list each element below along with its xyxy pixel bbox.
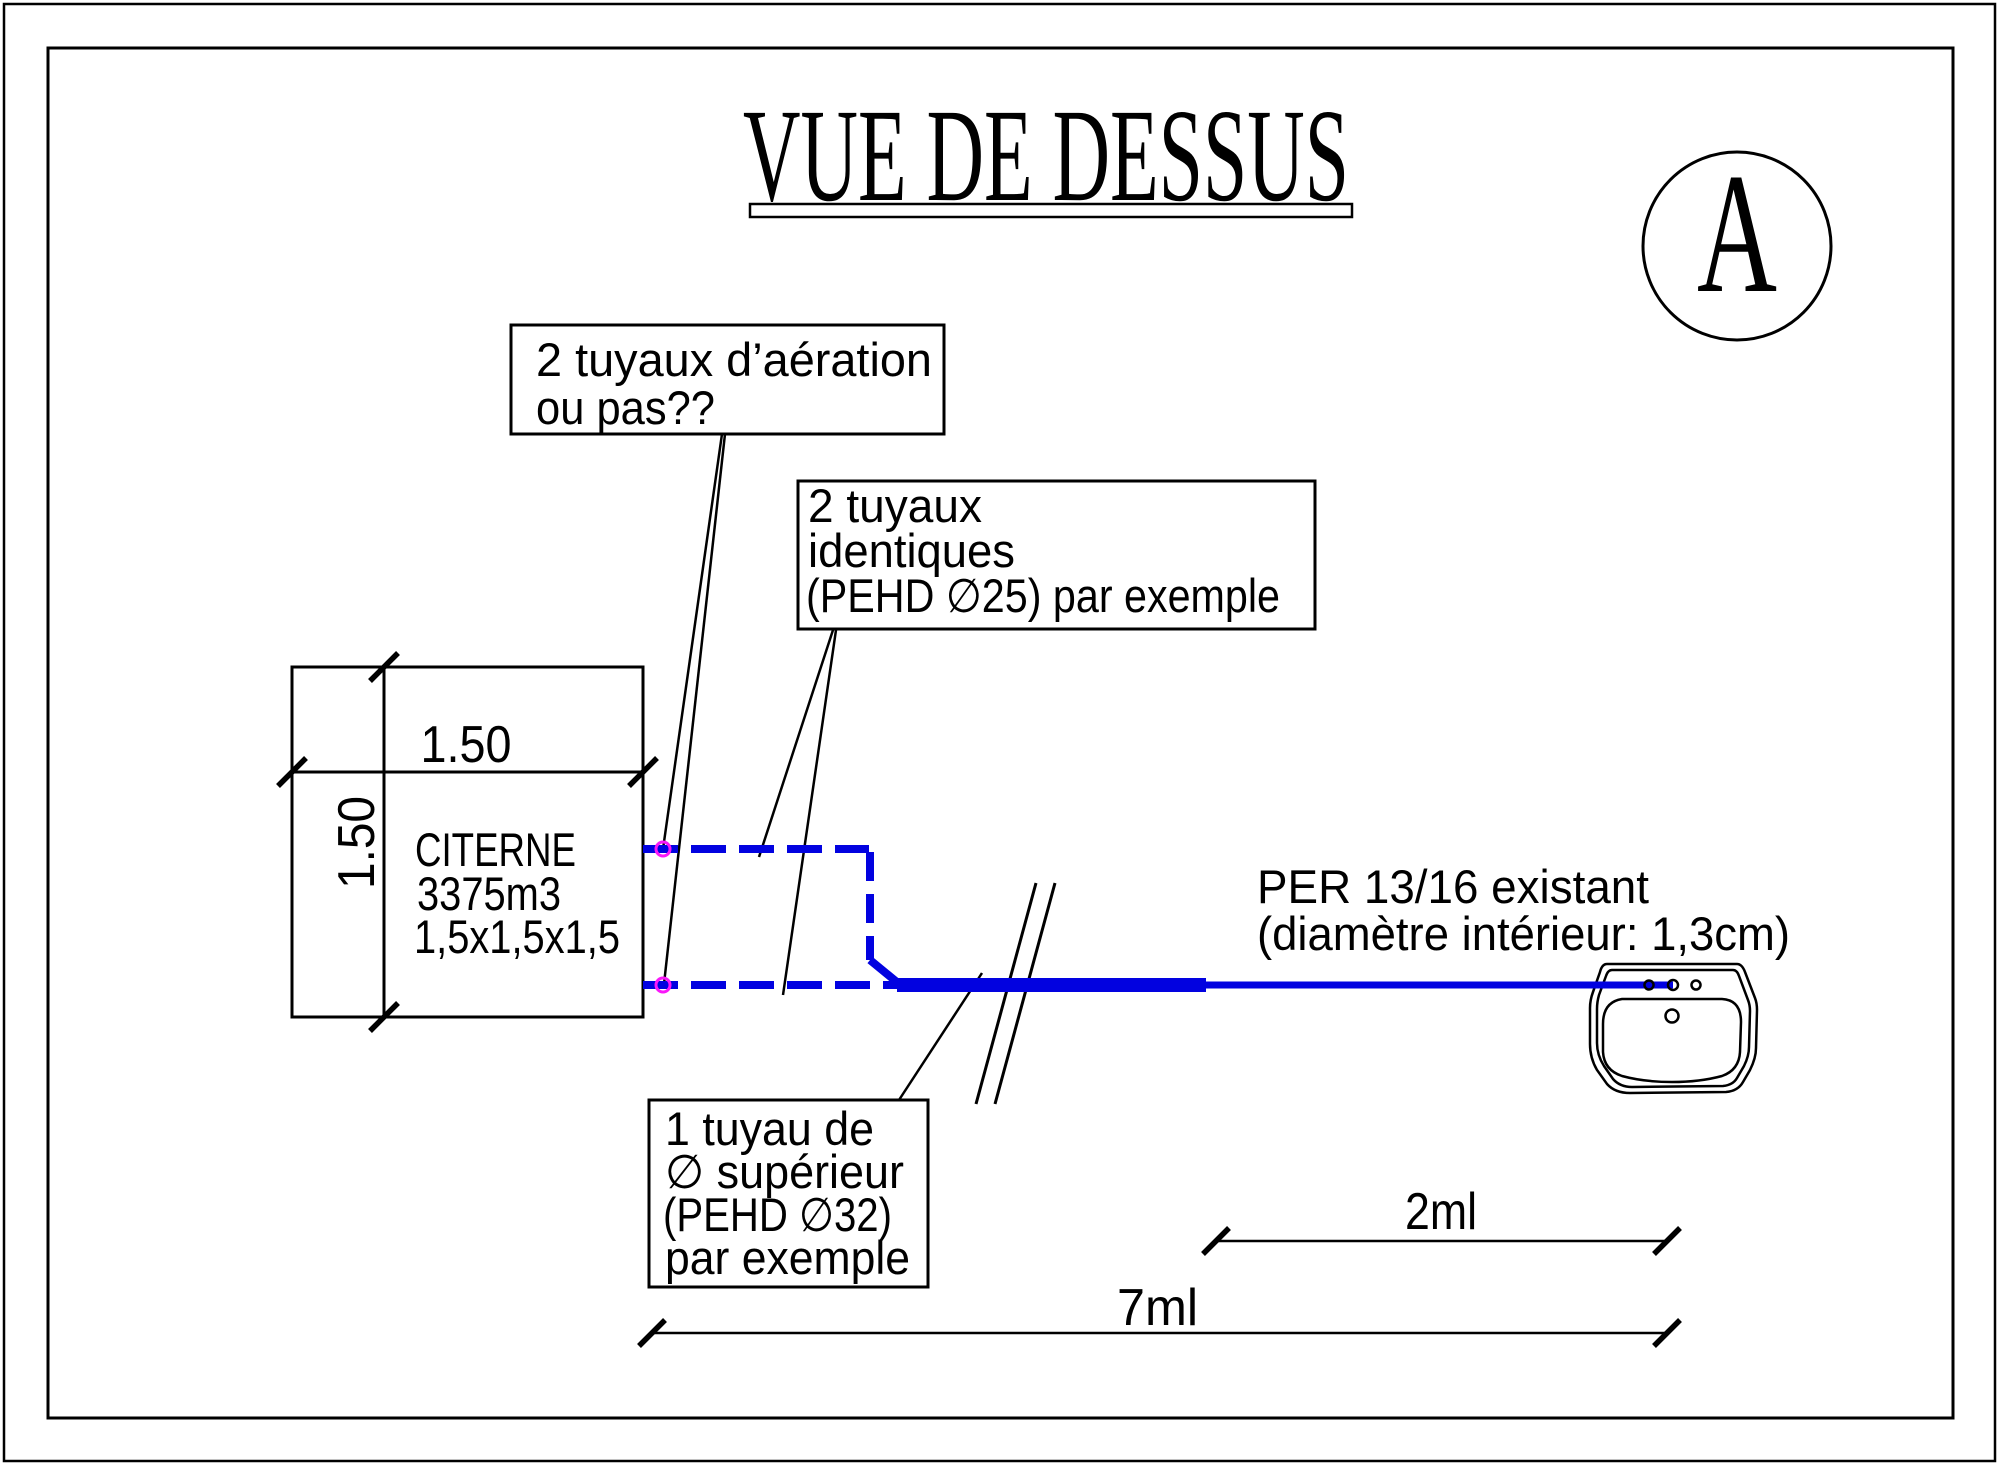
sink-faucet-hole xyxy=(1664,1008,1680,1024)
sink-inner-rim xyxy=(1595,968,1752,1089)
dim-label-2ml: 2ml xyxy=(1405,1183,1477,1241)
drawing-title: VUE DE DESSUS xyxy=(743,81,1349,229)
dim-tick xyxy=(637,1318,667,1348)
sink-tap-hole xyxy=(1666,978,1680,992)
tank-dim-ticks xyxy=(276,651,659,1033)
break-slash xyxy=(974,882,1038,1105)
callout-aeration-line: 2 tuyaux d’aération xyxy=(536,333,932,386)
callout-aeration-line: ou pas?? xyxy=(536,381,715,434)
sink-holes xyxy=(1643,978,1702,1024)
sink xyxy=(1588,962,1759,1095)
sink-tap-hole xyxy=(1643,979,1655,991)
break-slash xyxy=(993,882,1057,1105)
dim-tick xyxy=(368,1001,400,1033)
water-pipes xyxy=(643,845,1673,992)
pipe-note-line: PER 13/16 existant xyxy=(1257,860,1649,913)
tank-label-line: 3375m3 xyxy=(417,867,561,920)
section-marker-letter: A xyxy=(1697,139,1777,329)
pipe-diagonal-join xyxy=(867,956,901,987)
tank-depth-dim: 1.50 xyxy=(328,796,386,889)
callout-larger-pipe-line: 1 tuyau de xyxy=(665,1102,874,1155)
callout-identical-line: (PEHD ∅25) par exemple xyxy=(806,569,1280,622)
callout-larger-pipe-box xyxy=(647,1098,930,1289)
callout-identical-pipes-box xyxy=(796,479,1317,631)
connector-lower xyxy=(654,976,672,994)
sink-outer-rim xyxy=(1588,962,1759,1095)
page-frame-inner xyxy=(46,46,1955,1420)
sink-bowl xyxy=(1601,997,1743,1084)
tank-outline-group xyxy=(290,665,645,1019)
callout-aeration-box xyxy=(509,323,946,436)
connector-upper xyxy=(654,840,672,858)
section-marker-circle xyxy=(1641,150,1833,342)
pipe-connectors xyxy=(654,840,672,994)
pipe-note-line: (diamètre intérieur: 1,3cm) xyxy=(1257,907,1790,960)
leader-larger-pipe xyxy=(897,972,984,1101)
dim-tick xyxy=(1201,1226,1231,1256)
pipe-note: PER 13/16 existant (diamètre intérieur: … xyxy=(1257,860,1790,960)
dim-tick xyxy=(276,756,308,788)
pipe-break-symbol xyxy=(974,882,1057,1105)
leader-identical-lower xyxy=(781,629,838,996)
tank-label-line: 1,5x1,5x1,5 xyxy=(414,910,620,963)
callout-larger-pipe-line: ∅ supérieur xyxy=(665,1145,904,1198)
callout-larger-pipe-line: (PEHD ∅32) xyxy=(663,1188,892,1241)
tank-label: CITERNE 3375m3 1,5x1,5x1,5 xyxy=(414,823,620,963)
dim-tick xyxy=(1652,1226,1682,1256)
leader-aeration-upper xyxy=(661,433,724,850)
leader-lines xyxy=(661,433,984,1101)
title-underline xyxy=(748,202,1354,219)
dim-tick xyxy=(1652,1318,1682,1348)
run-dimensions xyxy=(637,1226,1682,1348)
dim-tick xyxy=(627,756,659,788)
tank-label-line: CITERNE xyxy=(415,823,576,876)
callout-identical-line: identiques xyxy=(808,524,1015,577)
callout-larger-pipe-line: par exemple xyxy=(665,1231,910,1284)
callout-texts: 2 tuyaux d’aération ou pas?? 2 tuyaux id… xyxy=(536,333,1280,1284)
dim-label-7ml: 7ml xyxy=(1117,1279,1198,1337)
callout-boxes xyxy=(509,323,1317,1289)
leader-aeration-lower xyxy=(662,433,727,985)
sink-tap-hole xyxy=(1690,979,1702,991)
tank-width-dim: 1.50 xyxy=(421,716,512,774)
leader-identical-upper xyxy=(757,629,835,858)
callout-identical-line: 2 tuyaux xyxy=(808,479,982,532)
tank-outline xyxy=(290,665,645,1019)
dim-tick xyxy=(368,651,400,683)
